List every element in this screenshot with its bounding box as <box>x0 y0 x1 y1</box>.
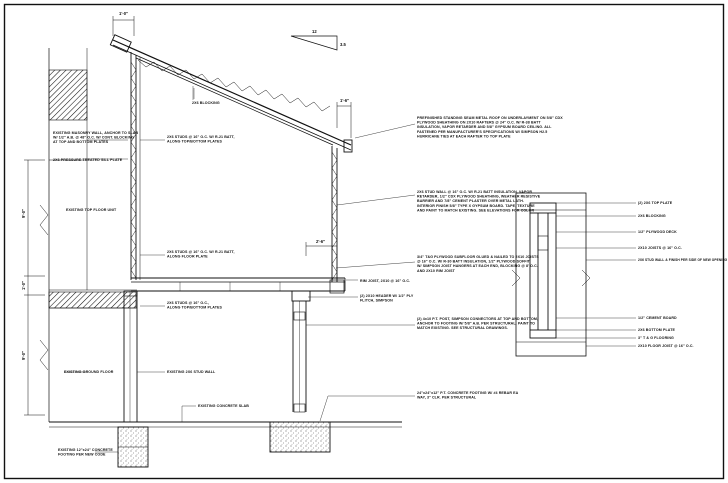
note-lower-wall: EXISTING 2X6 STUD WALL <box>167 370 216 374</box>
existing-wall-upper-hatch <box>48 69 88 121</box>
upper-left-wall <box>130 52 141 280</box>
note-upper-stud-line-1: 2X6 STUDS @ 16" O.C. W/ R-21 BATT, <box>167 135 235 139</box>
note-roof-line-5: HURRICANE TIES AT EACH RAFTER TO TOP PLA… <box>417 134 511 138</box>
lower-wall <box>123 290 138 422</box>
note-foundation-line-1: EXISTING 12"x24" CONCRETE <box>58 448 113 452</box>
note-lower-stud-line-2: ALONG TOP/BOTTOM PLATES <box>167 306 223 310</box>
upper-right-wall <box>331 146 338 282</box>
note-roof-assembly: PREFINISHED STANDING SEAM METAL ROOF ON … <box>417 116 564 138</box>
fascia-board <box>343 139 353 153</box>
note-roof-line-2: PLYWOOD SHEATHING ON 2X10 RAFTERS @ 24" … <box>417 121 541 125</box>
note-existing-wall: EXISTING MASONRY WALL, ANCHOR TO SLAB W/… <box>53 131 139 144</box>
slope-rise: 3.5 <box>340 42 346 47</box>
note-wall-line-2: RETARDER, 1/2" CDX PLYWOOD SHEATHING, WE… <box>417 195 541 199</box>
detail-label-9: 2X10 FLOOR JOIST @ 16" O.C. <box>638 344 694 348</box>
dim-lower-height: 9'-0" <box>21 351 26 360</box>
sheet-border <box>3 3 725 480</box>
left-dimensions <box>24 159 49 416</box>
connection-detail <box>511 192 591 357</box>
note-floor-line-4: AND 2X10 RIM JOIST <box>417 269 456 273</box>
note-foundation-line-2: FOOTING PER NEW CODE <box>58 453 106 457</box>
rim-block <box>329 279 345 294</box>
note-footing-line-1: 24"x24"x12" P.T. CONCRETE FOOTING W/ #4 … <box>417 391 519 395</box>
wall-plate <box>123 290 138 297</box>
note-existing-wall-line-1: EXISTING MASONRY WALL, ANCHOR TO SLAB <box>53 131 138 135</box>
note-upper-stud: 2X6 STUDS @ 16" O.C. W/ R-21 BATT, ALONG… <box>167 135 236 144</box>
note-wall-line-4: INTERIOR FINISH 5/8" TYPE X GYPSUM BOARD… <box>417 204 535 208</box>
note-mid-stud-line-1: 2X6 STUDS @ 16" O.C. W/ R-21 BATT, <box>167 250 235 254</box>
detail-frame <box>515 192 587 357</box>
note-roof-line-3: INSULATION, VAPOR RETARDER AND 5/8" GYPS… <box>417 125 552 129</box>
roof <box>109 34 353 153</box>
note-mid-stud-line-2: ALONG FLOOR PLATE <box>167 255 208 259</box>
note-lower-stud-line-1: 2X6 STUDS @ 16" O.C., <box>167 301 209 305</box>
note-beam-line-2: FLITCH, SIMPSON <box>360 299 393 303</box>
note-lower-stud: 2X6 STUDS @ 16" O.C., ALONG TOP/BOTTOM P… <box>167 301 223 310</box>
note-post-line-2: ANCHOR TO FOOTING W/ 5/8" A.B. PER STRUC… <box>417 322 535 326</box>
foundation <box>49 421 402 468</box>
note-roof-line-4: FASTENED PER MANUFACTURER'S SPECIFICATIO… <box>417 130 547 134</box>
detail-label-2: 2X6 BLOCKING <box>638 214 666 218</box>
post <box>292 301 307 413</box>
existing-wall-mid-hatch <box>48 291 137 309</box>
note-floor-line-1: 3/4" T&G PLYWOOD SUBFLOOR GLUED & NAILED… <box>417 255 539 259</box>
note-rim: RIM JOIST, 2X10 @ 16" O.C. <box>360 279 410 283</box>
leaders <box>64 86 416 453</box>
note-mid-stud: 2X6 STUDS @ 16" O.C. W/ R-21 BATT, ALONG… <box>167 250 236 259</box>
dim-fascia-overhang: 1'-6" <box>340 98 349 103</box>
note-beam: (2) 2X10 HEADER W/ 1/2" PLY FLITCH, SIMP… <box>360 294 414 303</box>
label-upper-room: EXISTING TOP FLOOR UNIT <box>66 208 117 212</box>
note-footing-line-2: WAY, 3" CLR. PER STRUCTURAL <box>417 396 477 400</box>
ridge-blocking <box>109 34 132 53</box>
floor-assembly <box>131 277 346 302</box>
detail-label-7: 2X6 BOTTOM PLATE <box>638 328 676 332</box>
note-upper-stud-line-2: ALONG TOP/BOTTOM PLATES <box>167 140 223 144</box>
pier-footing <box>269 421 331 453</box>
note-ridge-blocking: 2X6 BLOCKING <box>192 101 220 105</box>
note-post-line-3: MATCH EXISTING. SEE STRUCTURAL DRAWINGS. <box>417 326 508 330</box>
dim-cantilever: 2'-6" <box>316 239 325 244</box>
note-sill-plate: 2X6 PRESSURE TREATED SILL PLATE <box>53 158 123 162</box>
detail-leaders <box>556 202 636 347</box>
detail-label-6: 1/2" CEMENT BOARD <box>638 316 677 320</box>
note-existing-wall-line-2: W/ 1/2" A.B. @ 48" O.C. W/ CONT. BLOCKIN… <box>53 136 134 140</box>
note-roof-line-1: PREFINISHED STANDING SEAM METAL ROOF ON … <box>417 116 563 120</box>
dim-floor-depth: 1'-0" <box>21 281 26 290</box>
dim-top-overhang: 1'-0" <box>119 11 128 16</box>
detail-bottom-plate <box>529 329 557 339</box>
existing-wall <box>48 48 137 422</box>
note-footing: 24"x24"x12" P.T. CONCRETE FOOTING W/ #4 … <box>417 391 519 400</box>
detail-label-5: 2X6 STUD WALL & FINISH PER SIDE OF NEW O… <box>638 258 728 262</box>
note-wall-line-5: AND PAINT TO MATCH EXISTING. SEE ELEVATI… <box>417 208 534 212</box>
label-lower-room: EXISTING GROUND FLOOR <box>64 370 114 374</box>
post-base <box>293 403 306 413</box>
post-cap <box>293 311 306 321</box>
note-beam-line-1: (2) 2X10 HEADER W/ 1/2" PLY <box>360 294 414 298</box>
note-wall-line-1: 2X6 STUD WALL @ 16" O.C. W/ R-21 BATT IN… <box>417 190 532 194</box>
detail-label-4: 2X10 JOISTS @ 16" O.C. <box>638 246 682 250</box>
detail-block <box>537 235 549 251</box>
detail-label-1: (2) 2X6 TOP PLATE <box>638 201 673 205</box>
note-floor-assembly: 3/4" T&G PLYWOOD SUBFLOOR GLUED & NAILED… <box>417 255 540 273</box>
note-post: (2) 4x10 P.T. POST, SIMPSON CONNECTORS A… <box>417 317 539 330</box>
dim-upper-height: 9'-0" <box>21 209 26 218</box>
beam <box>291 290 311 302</box>
note-post-line-1: (2) 4x10 P.T. POST, SIMPSON CONNECTORS A… <box>417 317 538 321</box>
note-wall-assembly: 2X6 STUD WALL @ 16" O.C. W/ R-21 BATT IN… <box>417 190 541 212</box>
detail-top-plate <box>529 202 557 214</box>
note-foundation: EXISTING 12"x24" CONCRETE FOOTING PER NE… <box>58 448 114 457</box>
note-existing-wall-line-3: AT TOP AND BOTTOM PLATES <box>53 140 109 144</box>
note-wall-line-3: BARRIER AND 7/8" CEMENT PLASTER OVER MET… <box>417 199 524 203</box>
detail-label-8: 3" T & G FLOORING <box>638 336 674 340</box>
note-floor-line-2: @ 16" O.C. W/ R-30 BATT INSULATION, 1/2"… <box>417 260 531 264</box>
detail-label-3: 1/2" PLYWOOD DECK <box>638 230 677 234</box>
slope-triangle <box>290 35 338 51</box>
note-slab: EXISTING CONCRETE SLAB <box>198 404 249 408</box>
note-floor-line-3: W/ SIMPSON JOIST HANGERS AT EACH END, BL… <box>417 264 538 268</box>
slope-run: 12 <box>312 29 317 34</box>
